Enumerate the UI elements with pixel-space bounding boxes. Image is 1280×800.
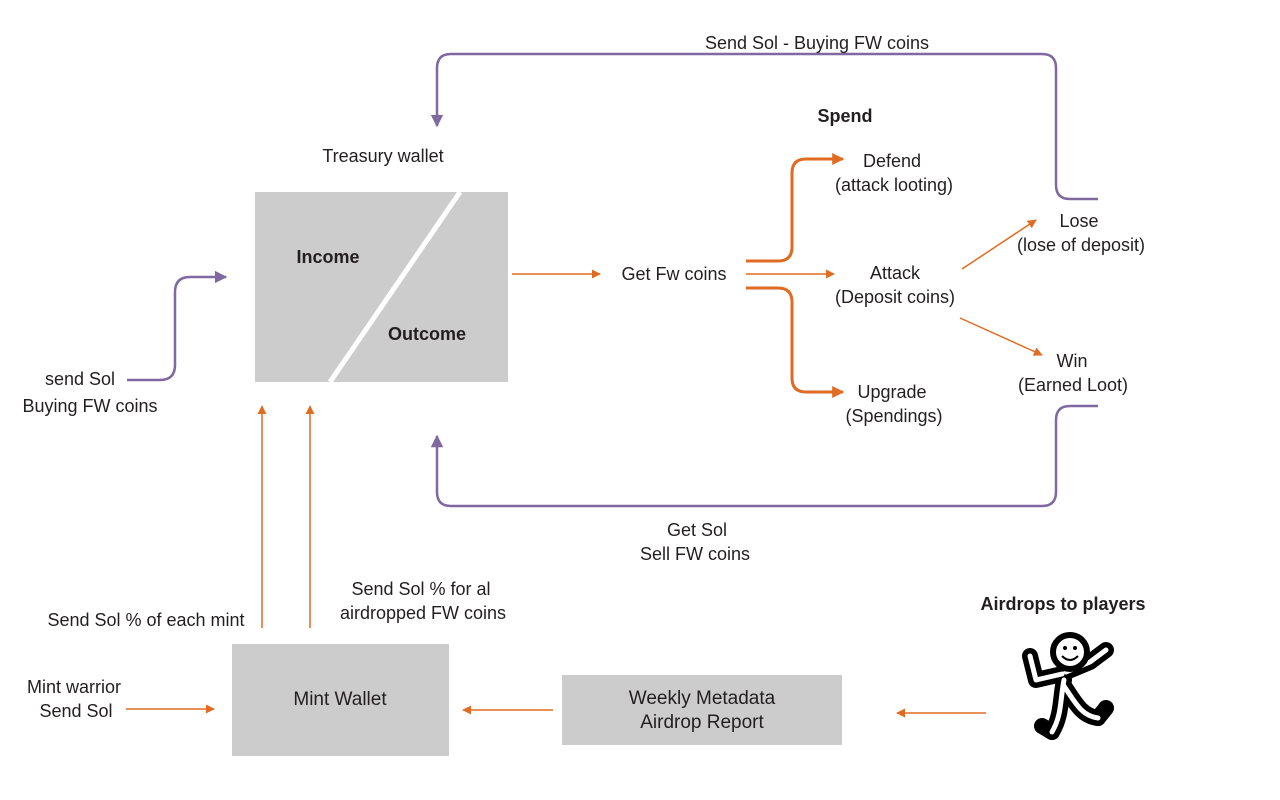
treasury-divider bbox=[327, 190, 463, 384]
weekly-report-box bbox=[562, 675, 842, 745]
mint-send-sol-label: Send Sol bbox=[39, 701, 113, 721]
send-pct-mint-label: Send Sol % of each mint bbox=[47, 610, 245, 630]
attack-to-win-arrow bbox=[959, 317, 1043, 356]
win-sub: (Earned Loot) bbox=[1017, 375, 1129, 395]
lose-sub: (lose of deposit) bbox=[1016, 235, 1146, 255]
buying-fw-label: Buying FW coins bbox=[22, 396, 158, 416]
upgrade-title: Upgrade bbox=[857, 382, 927, 402]
defend-arrow bbox=[746, 153, 845, 263]
lose-title: Lose bbox=[1059, 211, 1099, 231]
get-fw-label: Get Fw coins bbox=[621, 264, 727, 284]
dancing-stick-figure-icon bbox=[1022, 632, 1114, 740]
sell-fw-label: Sell FW coins bbox=[639, 544, 751, 564]
send-pct-air-label-2: airdropped FW coins bbox=[339, 603, 507, 623]
weekly-label-1: Weekly Metadata bbox=[628, 688, 776, 709]
defend-title: Defend bbox=[862, 151, 922, 171]
attack-sub: (Deposit coins) bbox=[834, 287, 956, 307]
defend-sub: (attack looting) bbox=[834, 175, 954, 195]
attack-to-lose-arrow bbox=[961, 219, 1037, 270]
win-title: Win bbox=[1056, 351, 1088, 371]
mint-wallet-box bbox=[232, 644, 449, 756]
upgrade-sub: (Spendings) bbox=[845, 406, 943, 426]
treasury-label: Treasury wallet bbox=[322, 146, 444, 166]
send-pct-air-label-1: Send Sol % for al bbox=[351, 579, 491, 599]
mint-warrior-label: Mint warrior bbox=[26, 677, 122, 697]
get-sol-label: Get Sol bbox=[666, 520, 728, 540]
send-sol-arrow bbox=[127, 270, 228, 382]
income-label: Income bbox=[296, 247, 360, 267]
outcome-label: Outcome bbox=[387, 324, 467, 344]
weekly-label-2: Airdrop Report bbox=[640, 712, 764, 733]
top-loop-label: Send Sol - Buying FW coins bbox=[704, 33, 930, 53]
top-loop-arrow bbox=[430, 52, 1098, 201]
mint-wallet-label: Mint Wallet bbox=[293, 689, 387, 710]
bottom-loop-arrow bbox=[430, 404, 1098, 508]
spend-heading: Spend bbox=[817, 106, 873, 126]
treasury-box bbox=[255, 192, 508, 382]
attack-title: Attack bbox=[869, 263, 921, 283]
send-sol-label: send Sol bbox=[44, 369, 116, 389]
airdrops-heading: Airdrops to players bbox=[980, 594, 1146, 614]
upgrade-arrow bbox=[746, 286, 845, 398]
